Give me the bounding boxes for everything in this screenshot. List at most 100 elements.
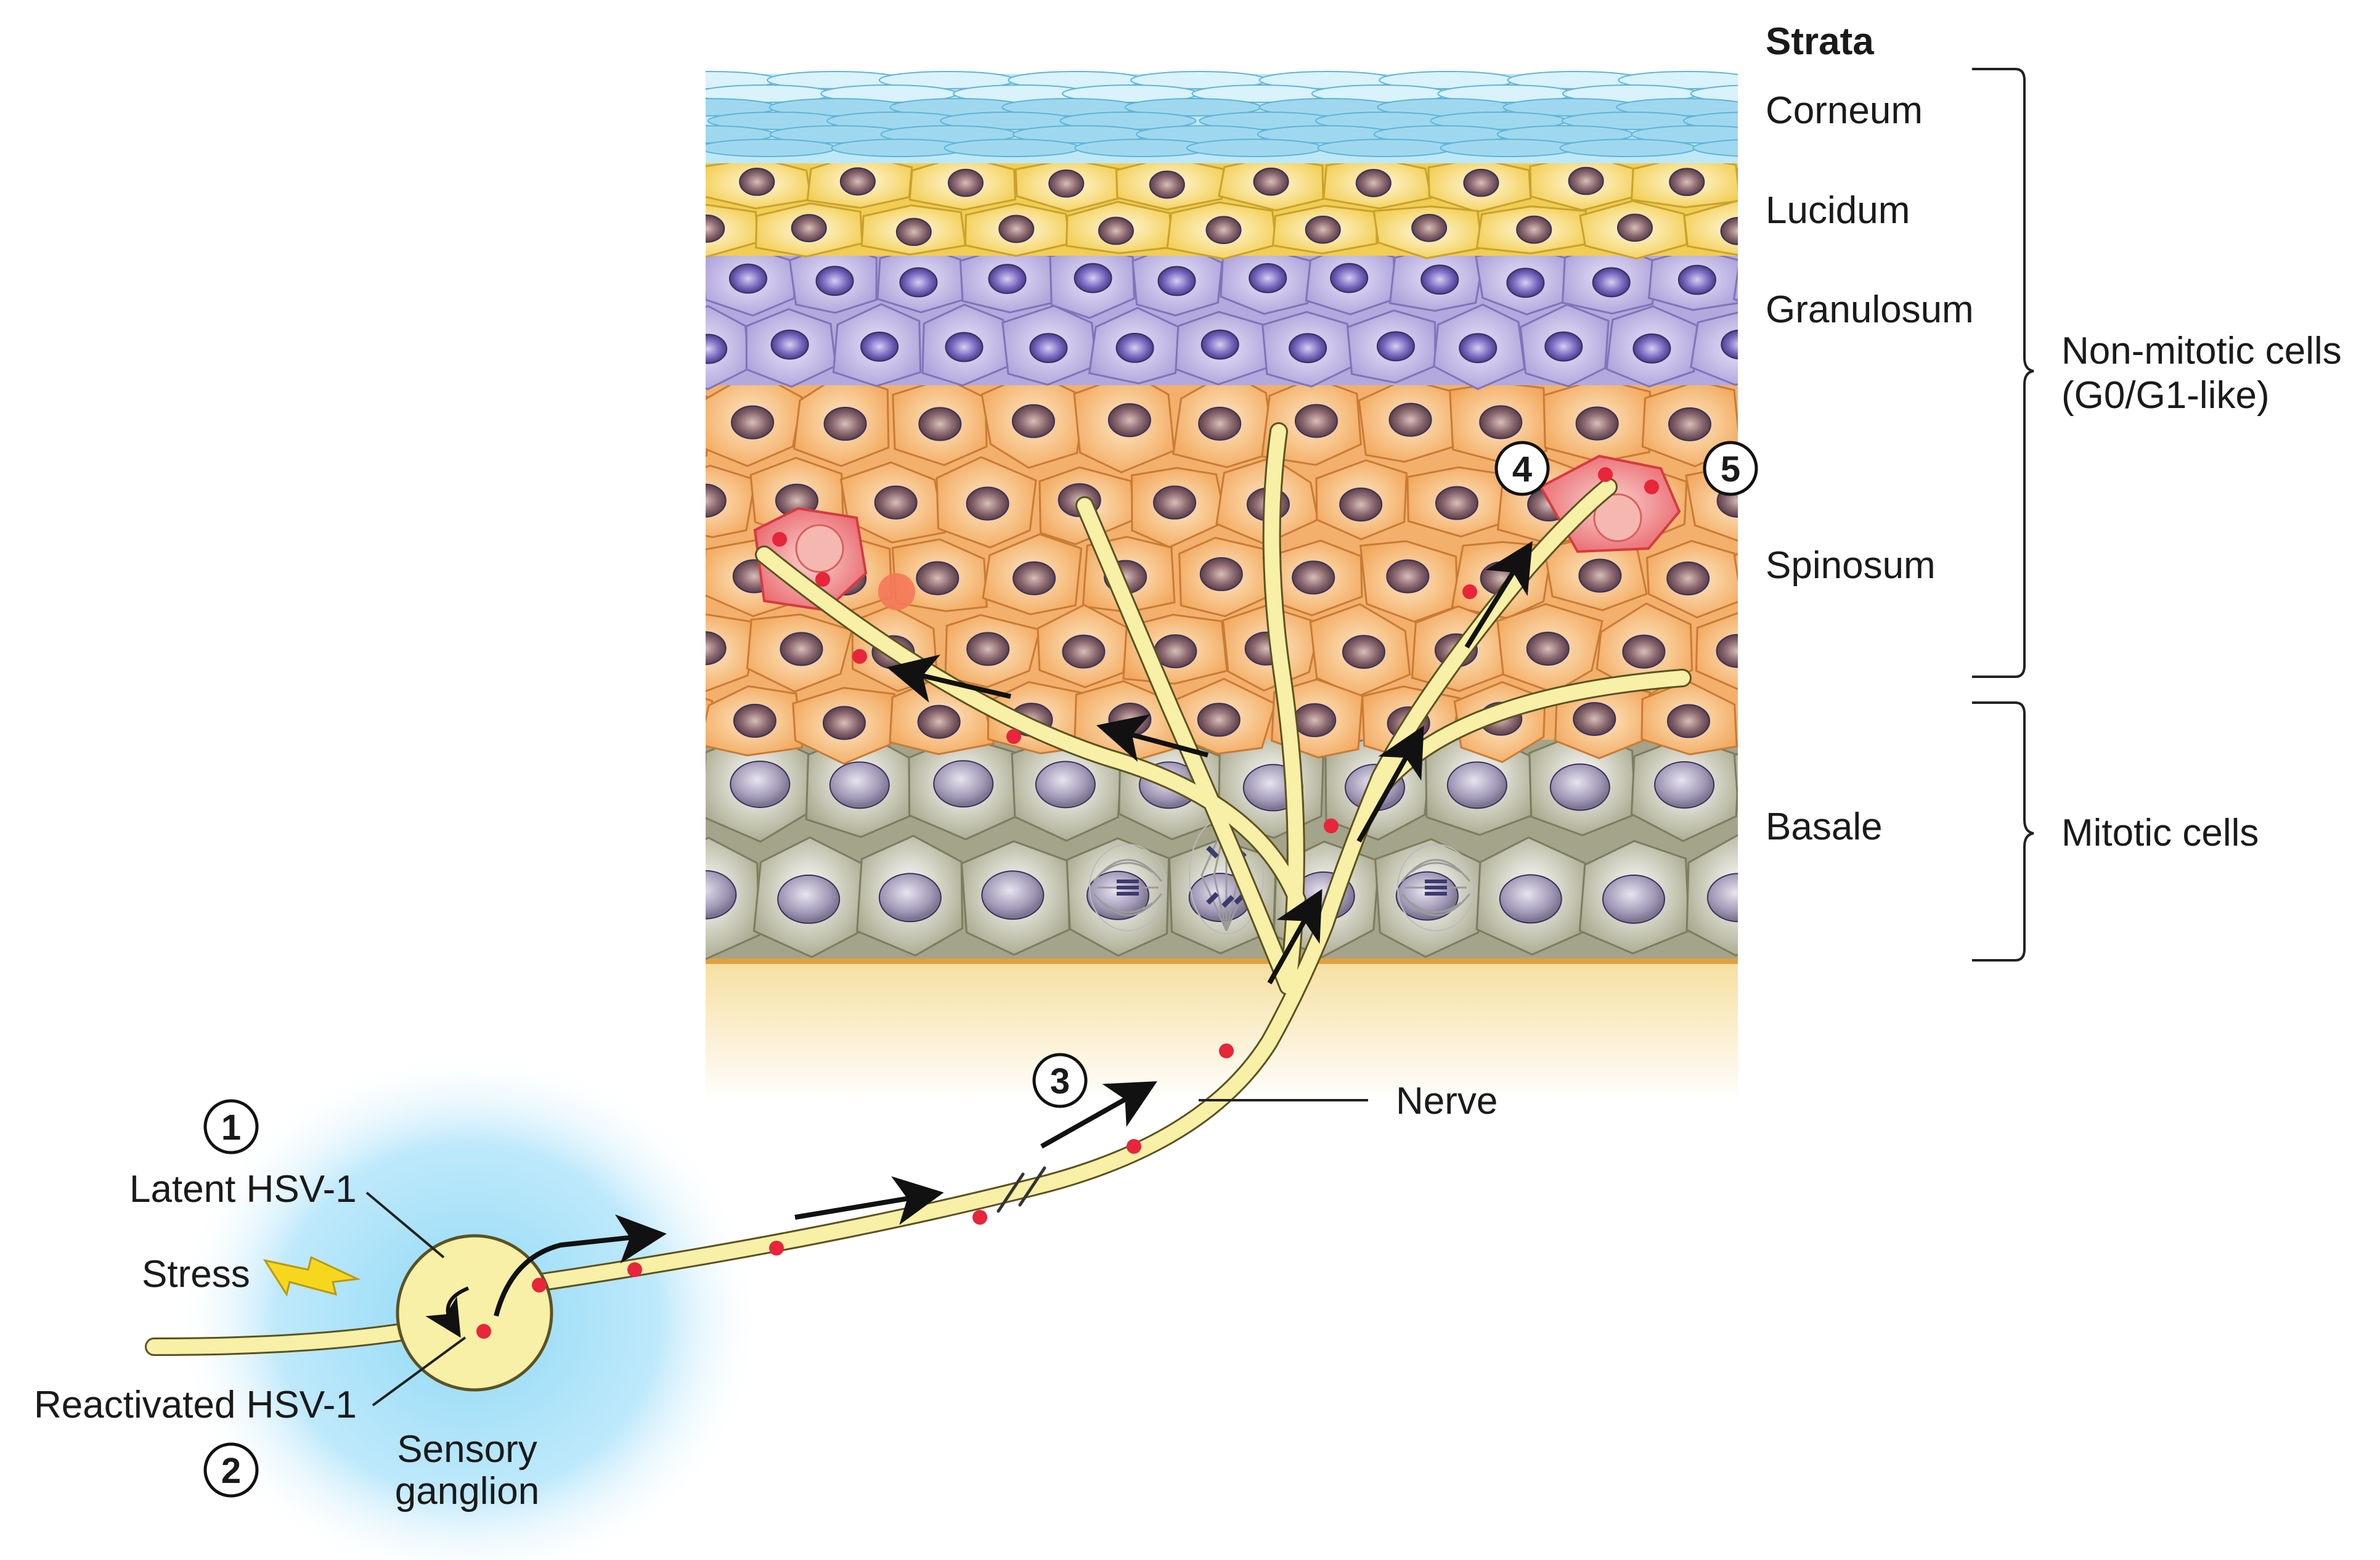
spinosum-nucleus: [966, 632, 1010, 666]
label-non-mitotic-sub: (G0/G1-like): [2061, 374, 2270, 417]
spinosum-cell: [706, 556, 710, 579]
spinosum-nucleus: [1293, 703, 1337, 737]
spinosum-nucleus: [1388, 402, 1432, 437]
granulosum-nucleus: [1330, 263, 1369, 293]
lucidum-nucleus: [947, 168, 984, 197]
label-ganglion-1: Sensory: [397, 1428, 537, 1471]
corneum-cell: [1682, 112, 1738, 130]
spinosum-nucleus: [780, 632, 823, 666]
spinosum-nucleus: [1386, 559, 1430, 594]
label-spinosum: Spinosum: [1766, 544, 1936, 587]
label-ganglion-2: ganglion: [395, 1470, 539, 1513]
spinosum-nucleus: [1575, 406, 1619, 441]
label-stress: Stress: [142, 1253, 250, 1296]
corneum-cell: [943, 139, 1081, 157]
spinosum-nucleus: [1622, 634, 1666, 669]
granulosum-nucleus: [728, 263, 767, 294]
granulosum-nucleus: [988, 264, 1027, 294]
lucidum-nucleus: [1720, 217, 1738, 245]
corneum-cell: [706, 139, 836, 157]
basale-nucleus: [1499, 874, 1562, 924]
basale-nucleus: [777, 874, 841, 924]
basale-cell: [601, 732, 705, 838]
granulosum-nucleus: [1074, 263, 1112, 293]
svg-text:2: 2: [221, 1451, 241, 1491]
spinosum-nucleus: [1808, 635, 1850, 668]
spinosum-nucleus: [706, 631, 727, 666]
spinosum-nucleus: [1573, 701, 1616, 736]
granulosum-nucleus: [1289, 333, 1327, 364]
svg-text:3: 3: [1050, 1061, 1070, 1101]
spinosum-nucleus: [1013, 561, 1056, 595]
basale-nucleus: [706, 870, 737, 920]
spinosum-cell: [706, 395, 712, 457]
spinosum-nucleus: [823, 407, 867, 441]
basale-nucleus: [730, 761, 791, 808]
lucidum-nucleus: [998, 214, 1035, 243]
stratum-corneum: [706, 71, 1738, 163]
granulosum-nucleus: [1115, 332, 1154, 363]
stratum-lucidum: [638, 153, 1738, 260]
basale-nucleus: [829, 761, 890, 809]
label-basale: Basale: [1766, 806, 1883, 848]
label-granulosum: Granulosum: [1766, 288, 1974, 331]
svg-text:4: 4: [1512, 449, 1532, 489]
granulosum-nucleus: [1420, 264, 1459, 295]
sensory-ganglion-cell: [396, 1214, 667, 1392]
granulosum-nucleus: [645, 267, 682, 296]
basale-nucleus: [1763, 764, 1822, 810]
dermis-layer: [706, 962, 1738, 1103]
spinosum-nucleus: [1578, 558, 1622, 593]
mitotic-spindle: [1397, 844, 1475, 931]
spinosum-nucleus: [1667, 704, 1711, 738]
label-lucidum: Lucidum: [1766, 189, 1910, 232]
basale-cell: [1733, 753, 1738, 814]
spinosum-nucleus: [874, 485, 918, 520]
lucidum-nucleus: [706, 214, 725, 243]
spinosum-nucleus: [1108, 703, 1152, 737]
granulosum-nucleus: [1506, 267, 1545, 298]
basale-nucleus: [1654, 761, 1715, 809]
step-2: 2: [203, 1442, 259, 1498]
label-mitotic: Mitotic cells: [2061, 812, 2259, 854]
spinosum-nucleus: [1294, 404, 1338, 438]
spinosum-nucleus: [1526, 631, 1570, 666]
granulosum-nucleus: [899, 267, 938, 298]
transport-arrows: [794, 541, 1533, 1225]
spinosum-cell: [1733, 552, 1738, 583]
corneum-cell: [1631, 125, 1738, 144]
lucidum-nucleus: [1048, 169, 1085, 198]
spinosum-nucleus: [1342, 635, 1385, 669]
lucidum-nucleus: [1568, 166, 1604, 195]
label-non-mitotic: Non-mitotic cells: [2061, 330, 2342, 372]
granulosum-nucleus: [1592, 267, 1631, 298]
spinosum-cell: [706, 464, 756, 539]
lucidum-nucleus: [1355, 169, 1392, 197]
label-corneum: Corneum: [1766, 89, 1923, 132]
granulosum-nucleus: [1677, 264, 1716, 295]
granulosum-cell: [617, 245, 704, 316]
basale-nucleus: [933, 760, 994, 808]
lucidum-nucleus: [1305, 215, 1341, 244]
step-1: 1: [203, 1099, 259, 1154]
epidermis-block: [601, 71, 1885, 1103]
spinosum-nucleus: [1199, 557, 1243, 592]
granulosum-nucleus: [770, 329, 809, 360]
granulosum-nucleus: [1157, 266, 1196, 296]
basale-nucleus: [1602, 874, 1665, 924]
spinosum-nucleus: [706, 483, 727, 518]
spinosum-nucleus: [917, 704, 961, 739]
spinosum-nucleus: [1479, 405, 1523, 439]
stratum-granulosum: [617, 241, 1738, 391]
lucidum-nucleus: [638, 169, 672, 197]
lucidum-nucleus: [1411, 213, 1448, 242]
corneum-cell: [1440, 139, 1577, 157]
spinosum-nucleus: [1011, 404, 1055, 438]
lucidum-nucleus: [1516, 215, 1552, 244]
lucidum-nucleus: [1616, 213, 1653, 242]
spinosum-nucleus: [822, 706, 866, 740]
spinosum-nucleus: [1197, 703, 1241, 737]
granulosum-nucleus: [1544, 331, 1583, 362]
spinosum-cell: [1787, 463, 1885, 542]
